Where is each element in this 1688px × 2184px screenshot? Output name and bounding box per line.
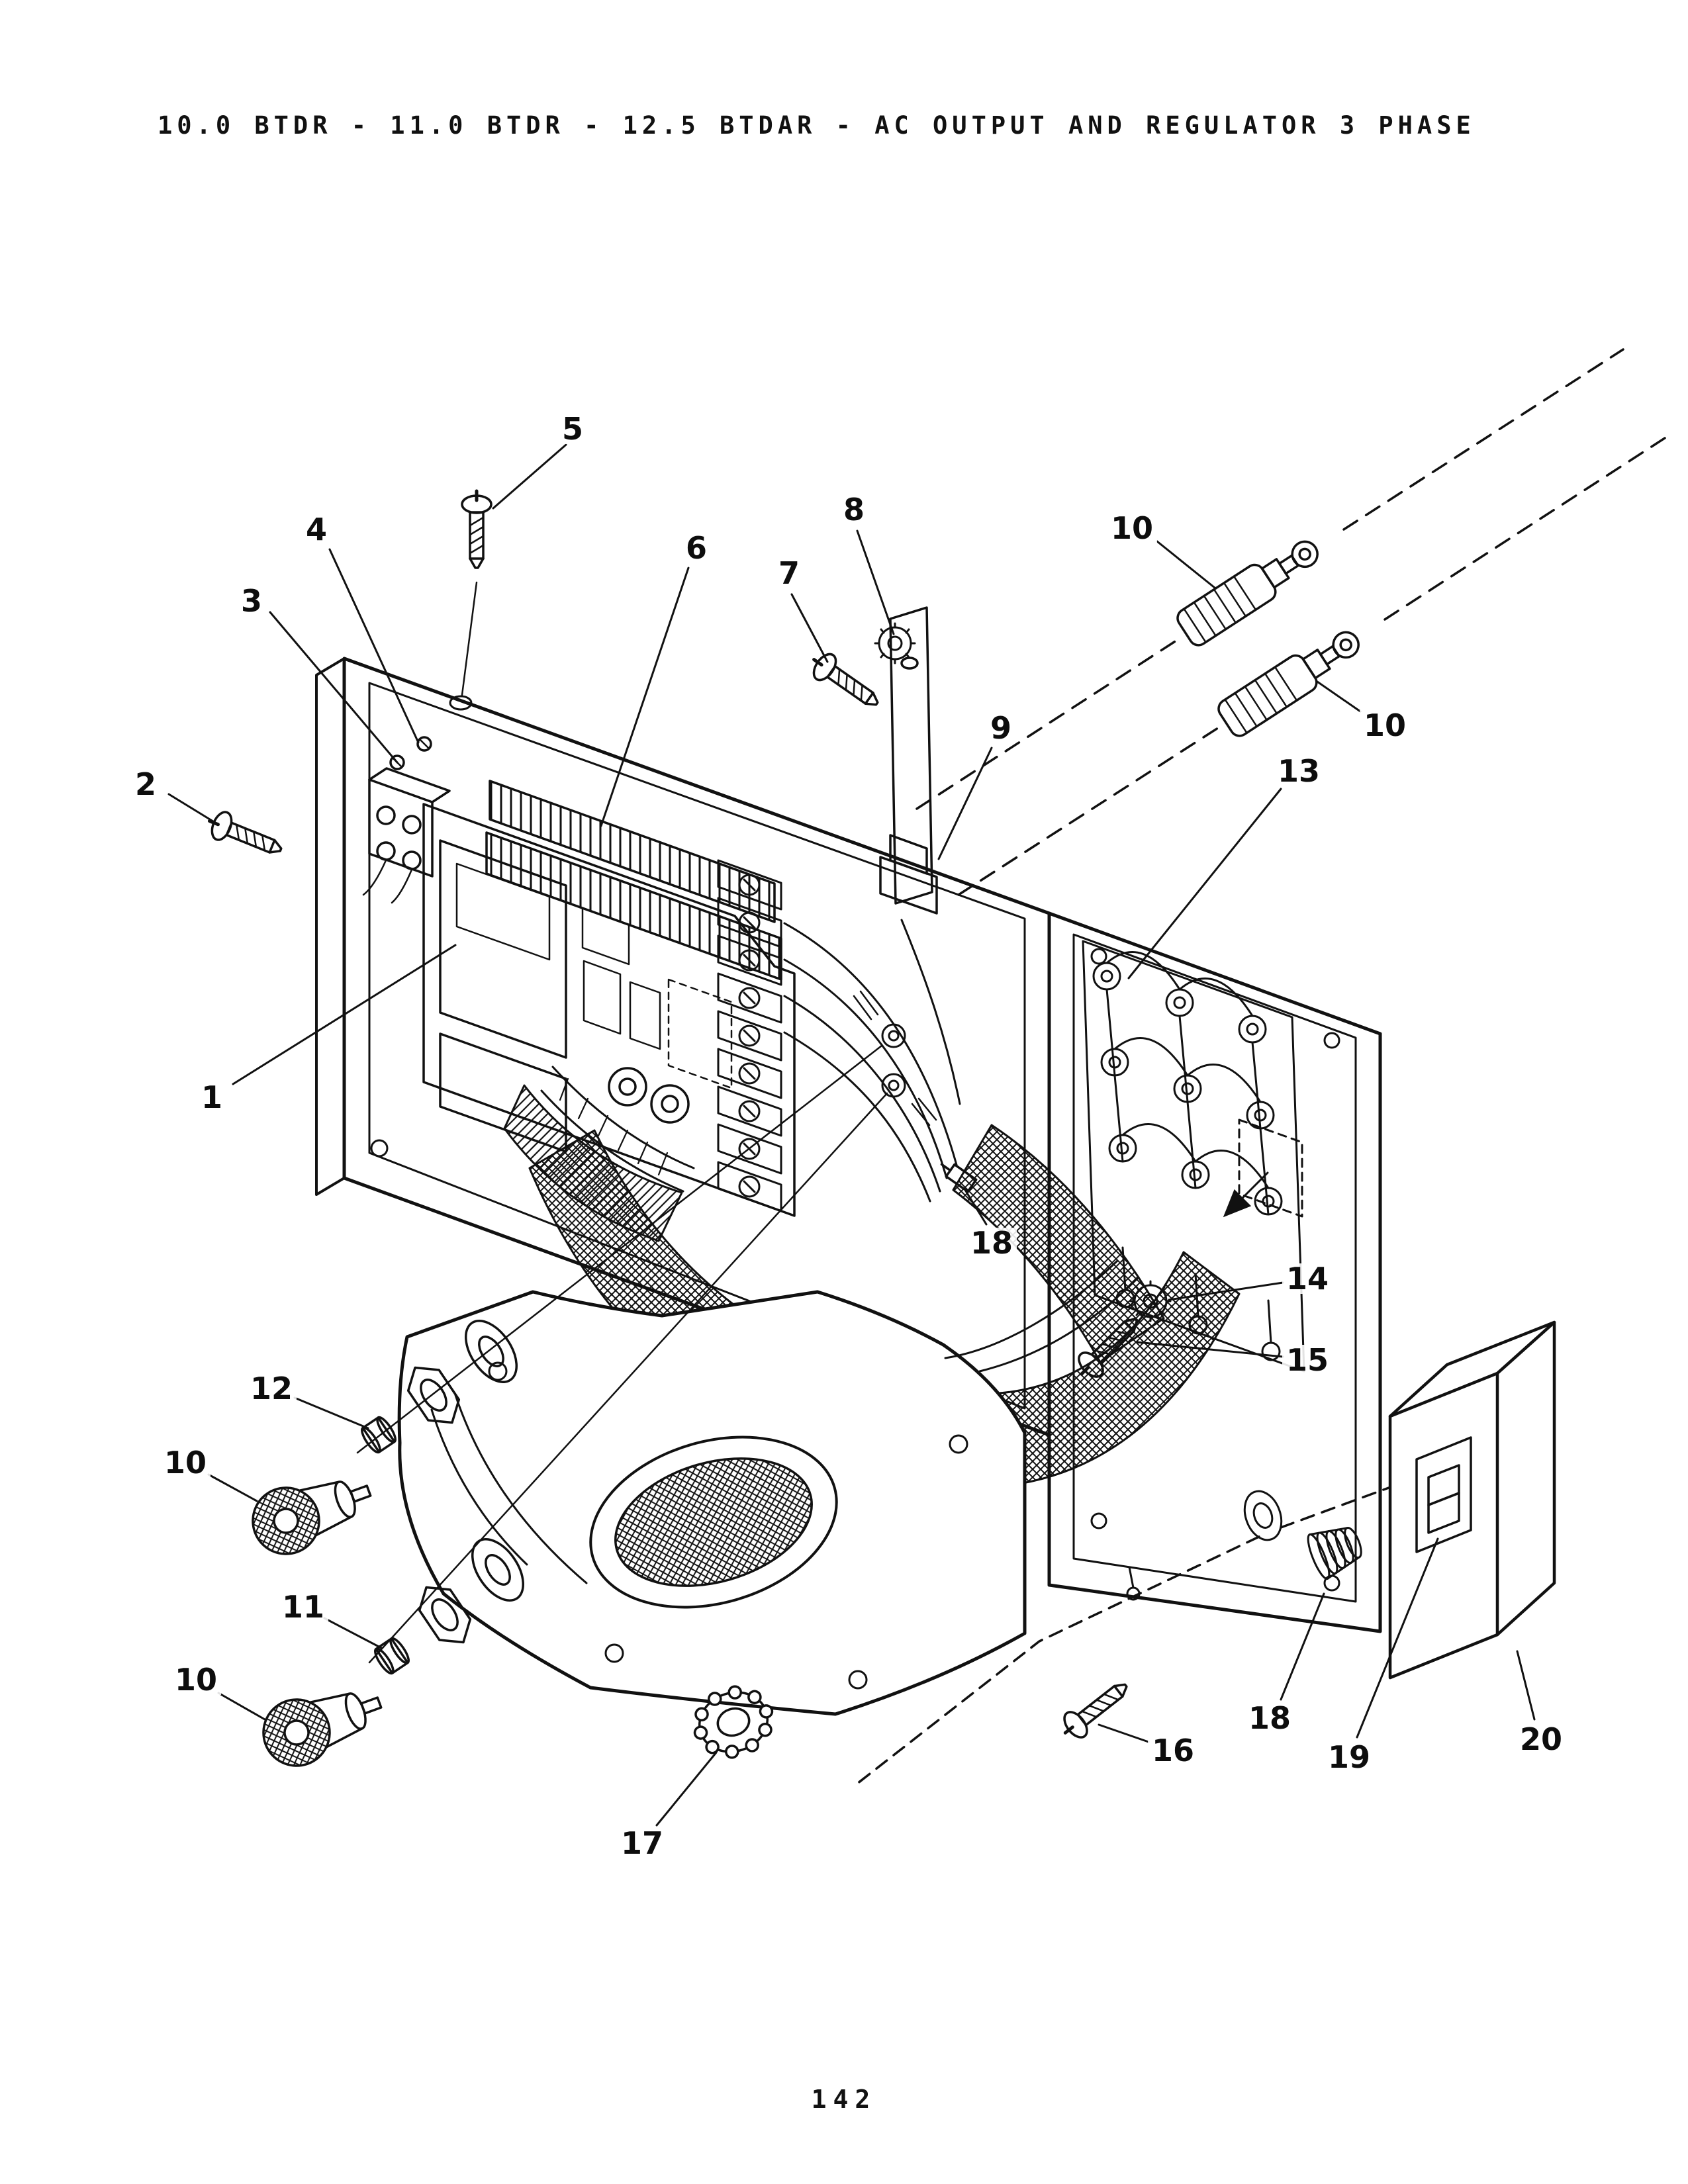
screw-16: [1063, 1683, 1128, 1739]
construction-lines-top: [915, 348, 1668, 896]
assembly-axis-11: [368, 1092, 888, 1664]
callout-9: 9: [986, 713, 1016, 743]
callout-14: 14: [1282, 1263, 1333, 1294]
callout-1: 1: [197, 1082, 227, 1113]
lock-washer-14: [1129, 1280, 1172, 1322]
assembly-axis-12: [356, 1044, 883, 1454]
callout-4: 4: [301, 514, 332, 545]
callout-2: 2: [130, 769, 161, 799]
construction-lines-bottom: [856, 1486, 1390, 1785]
switch-box-20: [1388, 1320, 1556, 1680]
callout-18: 18: [966, 1228, 1017, 1258]
screw-5-axis: [461, 581, 478, 696]
screw-15: [1078, 1317, 1139, 1378]
page-title: 10.0 BTDR - 11.0 BTDR - 12.5 BTDAR - AC …: [158, 111, 1476, 140]
terminal-strip: [717, 859, 782, 1212]
corrugated-boot-18: [1307, 1527, 1362, 1580]
lock-washer-8: [874, 622, 916, 664]
ferrule-terminal-18: [940, 1163, 978, 1193]
callout-19: 19: [1323, 1742, 1375, 1772]
callout-10: 10: [170, 1664, 222, 1695]
rocker-switch-19: [1427, 1464, 1460, 1534]
callout-6: 6: [681, 533, 712, 563]
callout-10: 10: [1359, 710, 1411, 741]
callout-20: 20: [1515, 1724, 1567, 1754]
dashed-target-box: [1223, 1118, 1303, 1218]
wire-bundle: [783, 922, 1140, 1373]
front-housing: [397, 1290, 1027, 1716]
wiring-connector-9: [879, 834, 961, 1105]
callout-7: 7: [774, 558, 804, 588]
screw-7: [812, 653, 879, 706]
callout-16: 16: [1147, 1735, 1199, 1766]
regulator-pcb: [422, 803, 796, 1217]
callout-17: 17: [616, 1828, 668, 1858]
connector-plug-10-d: [262, 1692, 383, 1767]
callout-10: 10: [160, 1447, 211, 1478]
connector-plug-10-c: [252, 1480, 372, 1555]
callout-3: 3: [236, 586, 267, 616]
callout-5: 5: [557, 414, 588, 444]
page-number: 142: [811, 2085, 877, 2114]
case-grommet-hole: [1243, 1490, 1283, 1541]
callout-10: 10: [1106, 513, 1158, 543]
callout-18: 18: [1244, 1703, 1295, 1733]
leader-lines: [167, 443, 1536, 1827]
callout-13: 13: [1273, 756, 1325, 786]
connector-plug-10-a: [1176, 540, 1319, 647]
screw-5: [461, 489, 492, 569]
callout-8: 8: [839, 494, 869, 525]
callout-11: 11: [277, 1592, 329, 1622]
connector-plug-10-b: [1217, 631, 1360, 737]
callout-12: 12: [246, 1373, 297, 1404]
knurled-nut-17: [693, 1685, 774, 1759]
callout-15: 15: [1282, 1345, 1333, 1375]
pin-connector: [362, 736, 451, 904]
